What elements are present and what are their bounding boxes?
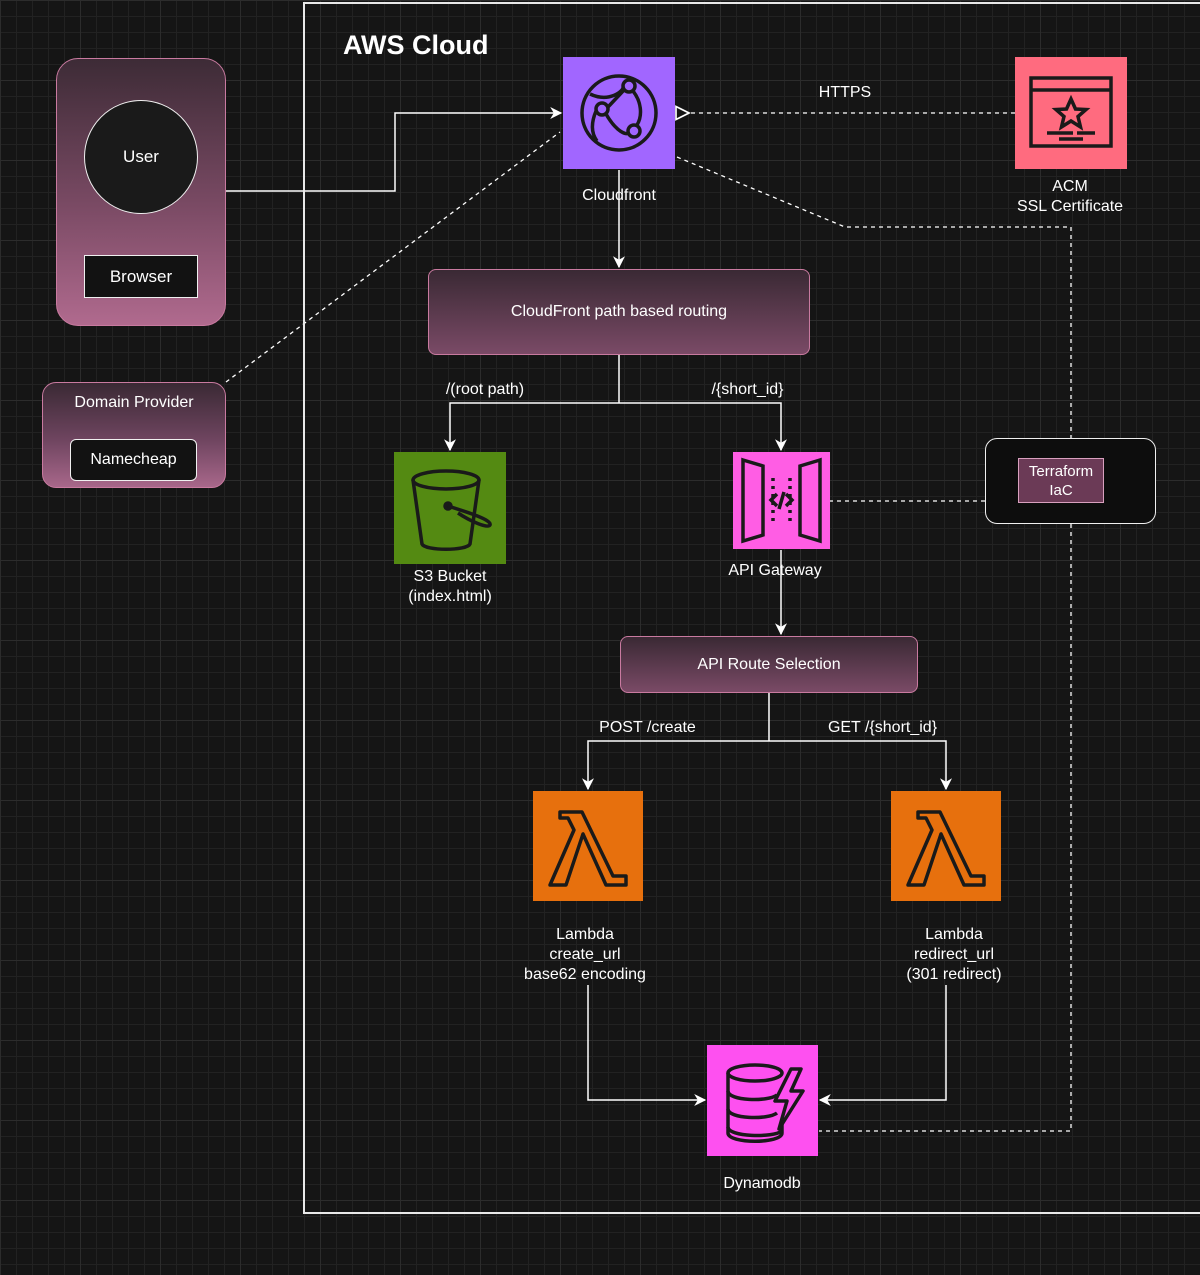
s3-label-line: (index.html) [408, 588, 492, 605]
acm-label: ACM SSL Certificate [990, 177, 1150, 217]
api-gateway-label: API Gateway [728, 562, 822, 579]
terraform-label-line: IaC [1049, 482, 1073, 499]
lambda-create-label-line: Lambda [556, 926, 614, 943]
https-label: HTTPS [818, 84, 872, 101]
lambda-create-label: Lambda create_url base62 encoding [505, 925, 665, 985]
acm-label-line: SSL Certificate [1016, 198, 1124, 215]
domain-provider-title: Domain Provider [74, 394, 194, 411]
lambda-redirect-to-dynamo-line [818, 985, 947, 1106]
lambda-redirect-label-line: redirect_url [913, 946, 995, 963]
lambda-redirect-label: Lambda redirect_url (301 redirect) [874, 925, 1034, 985]
route-short-id-line [619, 402, 787, 452]
route-root-line [444, 402, 619, 452]
bucket-icon[interactable] [394, 452, 506, 564]
browser-node[interactable]: Browser [84, 255, 198, 298]
lambda-create-label-line: base62 encoding [524, 966, 646, 983]
s3-label-line: S3 Bucket [413, 568, 487, 585]
dynamodb-icon[interactable] [707, 1045, 818, 1156]
s3-label: S3 Bucket (index.html) [390, 567, 510, 607]
route-get-line [769, 740, 952, 791]
terraform-to-dynamo-dashed-line [819, 524, 1072, 1132]
user-node[interactable]: User [84, 100, 198, 214]
aws-cloud-frame [303, 2, 1200, 1214]
api-route-selection-node[interactable]: API Route Selection [620, 636, 918, 693]
dynamodb-label: Dynamodb [723, 1175, 801, 1192]
lambda-redirect-label-line: (301 redirect) [906, 966, 1002, 983]
route-post-label: POST /create [599, 719, 696, 736]
cloudfront-icon[interactable] [563, 57, 675, 169]
route-short-id-label: /{short_id} [711, 381, 784, 398]
aws-cloud-title: AWS Cloud [343, 30, 489, 60]
terraform-to-cloudfront-dashed-line [676, 156, 1072, 438]
lambda-create-label-line: create_url [549, 946, 621, 963]
lambda-create-to-dynamo-line [587, 985, 707, 1106]
terraform-node[interactable]: Terraform IaC [1018, 458, 1104, 503]
route-get-label: GET /{short_id} [827, 719, 938, 736]
cloudfront-routing-node[interactable]: CloudFront path based routing [428, 269, 810, 355]
route-post-line [582, 740, 769, 791]
user-to-cloudfront-line [226, 107, 563, 192]
terraform-label-line: Terraform [1028, 463, 1094, 480]
route-root-label: /(root path) [445, 381, 525, 398]
certificate-icon[interactable] [1015, 57, 1127, 169]
lambda-redirect-label-line: Lambda [925, 926, 983, 943]
domain-to-cloudfront-dashed-line [225, 131, 561, 383]
namecheap-node[interactable]: Namecheap [70, 439, 197, 481]
acm-label-line: ACM [1052, 178, 1088, 195]
cloudfront-label: Cloudfront [582, 187, 656, 204]
terraform-panel [985, 438, 1156, 524]
api-gateway-icon[interactable] [733, 452, 830, 549]
lambda-icon[interactable] [891, 791, 1001, 901]
lambda-icon[interactable] [533, 791, 643, 901]
